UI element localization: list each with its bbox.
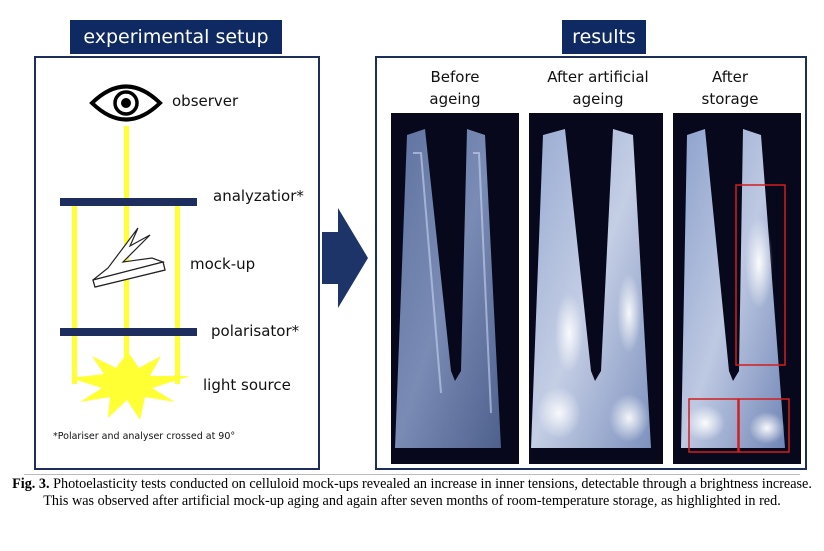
stage-line2: ageing — [429, 90, 481, 108]
photo-before-ageing — [391, 113, 519, 464]
photo-after-artificial-ageing — [529, 113, 663, 464]
polariser-label: polarisator* — [211, 322, 300, 340]
setup-header: experimental setup — [70, 20, 282, 54]
stage-line2: storage — [701, 90, 759, 108]
stage-label-before: Before ageing — [400, 66, 510, 110]
highlight-box — [735, 184, 786, 366]
mockup-label: mock-up — [190, 255, 256, 273]
analyzer-label: analyzatior* — [213, 187, 304, 205]
caption-text: Photoelasticity tests conducted on cellu… — [43, 476, 812, 509]
stage-line1: Before — [430, 68, 480, 86]
setup-footnote: *Polariser and analyser crossed at 90° — [53, 431, 236, 442]
caption-label: Fig. 3. — [12, 476, 50, 492]
stage-label-artificial: After artificial ageing — [533, 66, 663, 110]
stage-label-storage: After storage — [680, 66, 780, 110]
highlight-box — [738, 398, 790, 453]
arrow-right-icon — [322, 208, 368, 308]
light-source-label: light source — [203, 376, 291, 394]
stage-line1: After artificial — [547, 68, 649, 86]
caption-rule — [24, 474, 800, 475]
observer-label: observer — [172, 92, 239, 110]
mockup-specimen — [395, 129, 501, 448]
results-header: results — [562, 20, 646, 54]
mockup-specimen — [531, 129, 651, 448]
stage-line1: After — [711, 68, 749, 86]
figure-caption: Fig. 3. Photoelasticity tests conducted … — [0, 476, 824, 510]
mockup-specimen — [681, 129, 785, 448]
highlight-box — [688, 398, 739, 453]
photo-after-storage — [673, 113, 801, 464]
stage-line2: ageing — [572, 90, 624, 108]
setup-panel — [34, 56, 320, 470]
